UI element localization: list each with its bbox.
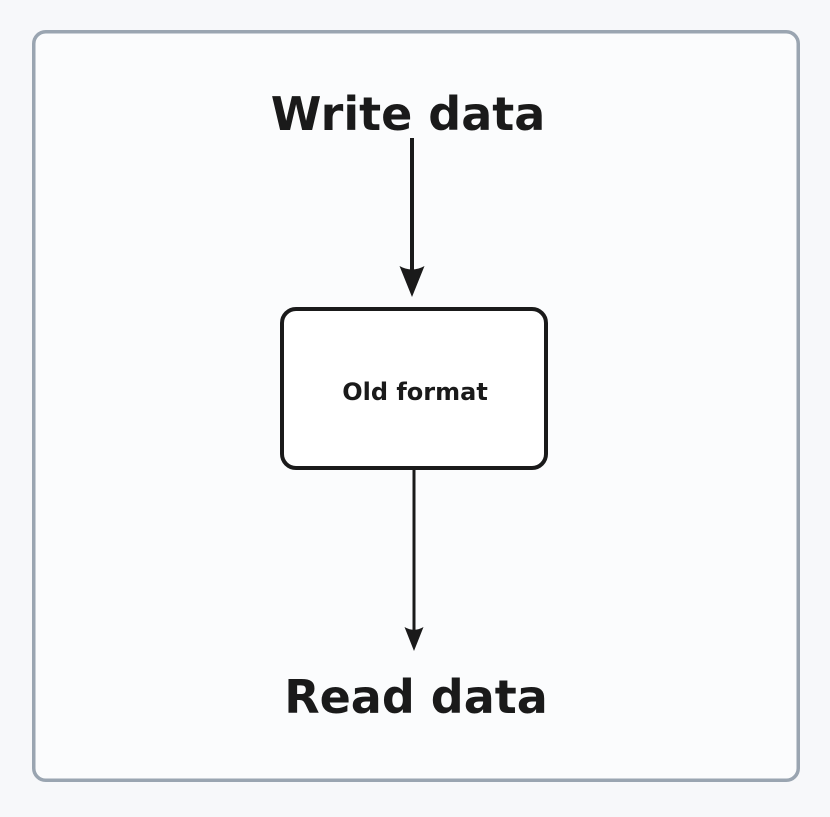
arrow-write-to-box [399, 138, 425, 297]
old-format-box [280, 307, 548, 470]
arrow-head [404, 627, 424, 651]
read-data-label: Read data [284, 670, 548, 724]
old-format-label: Old format [342, 378, 488, 406]
arrow-head [399, 266, 425, 297]
write-data-label: Write data [271, 87, 546, 141]
arrow-box-to-read [404, 470, 424, 651]
